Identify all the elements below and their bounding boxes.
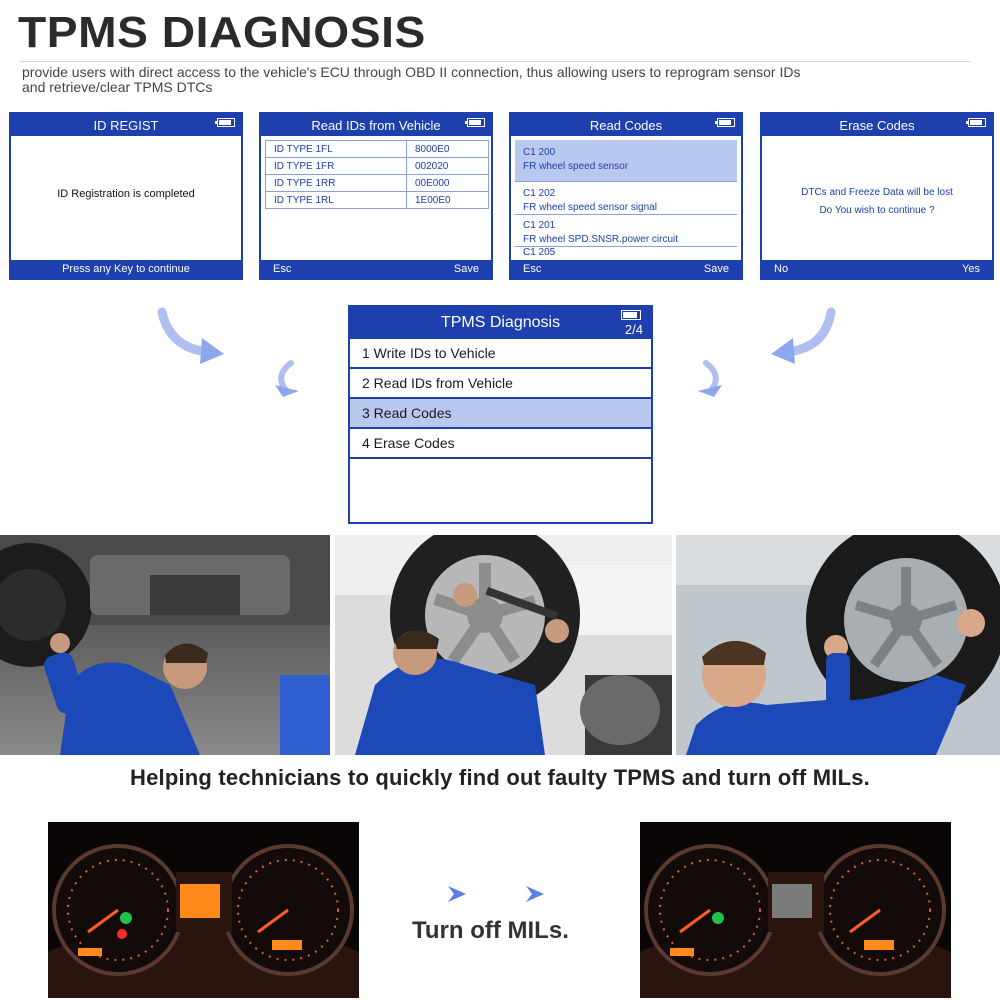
- title-divider: [20, 61, 970, 62]
- page-indicator: 2/4: [624, 322, 643, 337]
- curved-arrow-icon: [275, 360, 299, 397]
- id-type-label: ID TYPE 1RR: [265, 174, 407, 192]
- id-type-label: ID TYPE 1FR: [265, 157, 407, 175]
- screen-title-bar: ID REGIST: [11, 114, 241, 136]
- id-value: 002020: [406, 157, 489, 175]
- page-title: TPMS DIAGNOSIS: [18, 8, 426, 57]
- turn-off-mils-label: Turn off MILs.: [412, 917, 569, 944]
- photo-technician-smiling: [676, 535, 1000, 755]
- dtc-code: C1 200: [523, 147, 556, 158]
- battery-icon: [966, 118, 986, 127]
- page-subtitle: provide users with direct access to the …: [22, 64, 801, 95]
- id-value: 00E000: [406, 174, 489, 192]
- dtc-item[interactable]: C1 205: [515, 246, 737, 262]
- menu-title-bar: TPMS Diagnosis 2/4: [350, 307, 651, 339]
- arrow-right-icon: [448, 886, 466, 902]
- battery-icon: [621, 310, 641, 320]
- esc-button[interactable]: Esc: [523, 263, 542, 275]
- dtc-code: C1 205: [523, 247, 556, 258]
- menu-item-read-ids[interactable]: 2 Read IDs from Vehicle: [350, 369, 651, 399]
- menu-title: TPMS Diagnosis: [440, 314, 561, 331]
- arrow-right-icon: [526, 886, 544, 902]
- screen-footer-bar: No Yes: [762, 260, 992, 278]
- battery-icon: [715, 118, 735, 127]
- screen-title: Erase Codes: [839, 117, 915, 133]
- esc-button[interactable]: Esc: [273, 263, 292, 275]
- screen-footer-bar: Esc Save: [261, 260, 491, 278]
- erase-confirm-line: Do You wish to continue ?: [819, 205, 935, 216]
- screen-title: Read Codes: [589, 117, 663, 133]
- screen-footer-bar: Press any Key to continue: [11, 260, 241, 278]
- dtc-code: C1 201: [523, 220, 556, 231]
- battery-icon: [465, 118, 485, 127]
- screen-erase-codes: Erase Codes DTCs and Freeze Data will be…: [760, 112, 994, 280]
- curved-arrow-icon: [771, 307, 836, 364]
- tpms-diagnosis-menu: TPMS Diagnosis 2/4 1 Write IDs to Vehicl…: [348, 305, 653, 524]
- menu-item-erase-codes[interactable]: 4 Erase Codes: [350, 429, 651, 459]
- registration-message: ID Registration is completed: [57, 188, 195, 200]
- menu-item-read-codes[interactable]: 3 Read Codes: [350, 399, 651, 429]
- id-type-label: ID TYPE 1FL: [265, 140, 407, 158]
- no-button[interactable]: No: [774, 263, 789, 275]
- id-value: 8000E0: [406, 140, 489, 158]
- dtc-description: FR wheel SPD.SNSR.power circuit: [523, 234, 679, 245]
- screen-title: Read IDs from Vehicle: [311, 117, 441, 133]
- dtc-description: FR wheel speed sensor signal: [523, 202, 657, 213]
- dashboard-mil-on-image: [48, 822, 359, 998]
- screen-title-bar: Read Codes: [511, 114, 741, 136]
- erase-warning-line: DTCs and Freeze Data will be lost: [801, 187, 953, 198]
- dtc-code: C1 202: [523, 188, 556, 199]
- dtc-item[interactable]: C1 202 FR wheel speed sensor signal: [515, 183, 737, 215]
- screen-id-regist: ID REGIST ID Registration is completed P…: [9, 112, 243, 280]
- yes-button[interactable]: Yes: [962, 263, 980, 275]
- id-type-label: ID TYPE 1RL: [265, 191, 407, 209]
- battery-icon: [215, 118, 235, 127]
- screen-read-codes: Read Codes C1 200 FR wheel speed sensor …: [509, 112, 743, 280]
- dtc-description: FR wheel speed sensor: [523, 161, 629, 172]
- screen-title: ID REGIST: [93, 117, 159, 133]
- screen-title-bar: Erase Codes: [762, 114, 992, 136]
- curved-arrow-icon: [698, 360, 722, 397]
- menu-item-write-ids[interactable]: 1 Write IDs to Vehicle: [350, 339, 651, 369]
- screen-title-bar: Read IDs from Vehicle: [261, 114, 491, 136]
- screen-footer-bar: Esc Save: [511, 260, 741, 278]
- id-value: 1E00E0: [406, 191, 489, 209]
- dtc-item[interactable]: C1 201 FR wheel SPD.SNSR.power circuit: [515, 215, 737, 247]
- save-button[interactable]: Save: [453, 263, 479, 275]
- erase-warning: DTCs and Freeze Data will be lost Do You…: [762, 184, 992, 220]
- curved-arrow-icon: [157, 307, 224, 364]
- dtc-item-selected[interactable]: C1 200 FR wheel speed sensor: [515, 140, 737, 182]
- continue-prompt[interactable]: Press any Key to continue: [62, 263, 190, 275]
- save-button[interactable]: Save: [703, 263, 729, 275]
- tagline: Helping technicians to quickly find out …: [129, 765, 870, 790]
- dashboard-mil-off-image: [640, 822, 951, 998]
- photo-technician-under-car: [0, 535, 330, 755]
- photo-technician-wheel-wrench: [335, 535, 672, 755]
